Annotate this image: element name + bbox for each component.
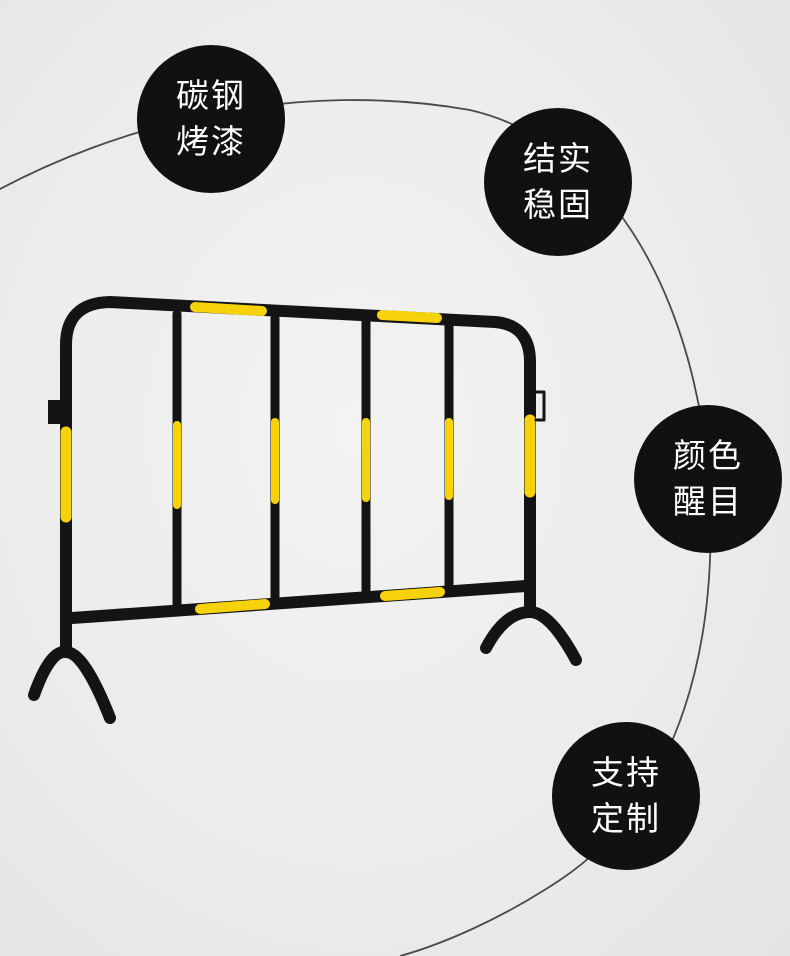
feature-badge-carbon-steel: 碳钢 烤漆 [137,45,285,193]
yellow-stripe [380,587,445,601]
yellow-stripe [195,599,270,614]
feature-badge-bright-color: 颜色 醒目 [634,405,782,553]
feature-badge-customizable: 支持 定制 [552,722,700,870]
barrier-hook-right [534,390,546,422]
badge-line-1: 结实 [523,139,593,178]
badge-line-1: 支持 [591,753,661,792]
yellow-stripe [377,310,442,323]
badge-line-2: 烤漆 [176,122,246,161]
badge-line-2: 稳固 [523,185,593,224]
barrier-foot-right [480,606,582,666]
badge-line-2: 醒目 [673,482,743,521]
badge-line-1: 碳钢 [176,76,246,115]
badge-line-1: 颜色 [673,436,743,475]
barrier-foot-left [28,646,116,724]
badge-line-2: 定制 [591,799,661,838]
barrier-bottom-rail [66,580,532,624]
feature-badge-sturdy: 结实 稳固 [484,108,632,256]
barrier-hook-left [48,400,60,424]
yellow-stripe [190,302,267,316]
barrier-frame [60,296,536,604]
